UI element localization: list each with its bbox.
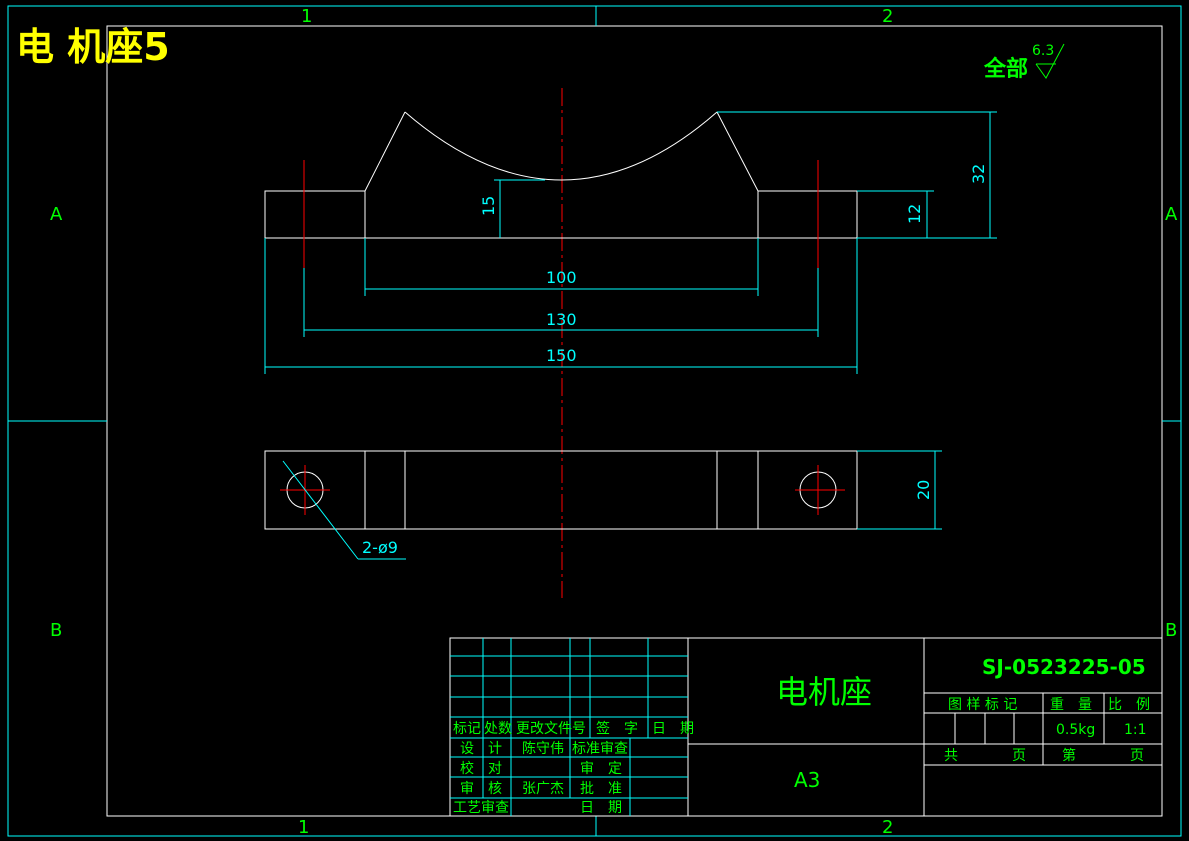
weight-label: 重 量 (1050, 697, 1092, 713)
page-label: 页 (1012, 748, 1026, 764)
page-label-2: 页 (1130, 748, 1144, 764)
dim-20: 20 (914, 480, 933, 500)
zone-col-1-bottom: 1 (298, 817, 309, 838)
zone-col-1-top: 1 (301, 6, 312, 27)
header-change-doc: 更改文件号 (516, 721, 586, 737)
roughness-symbol-icon (1035, 43, 1065, 79)
roughness-value: 6.3 (1032, 43, 1054, 59)
zone-row-b-right: B (1165, 620, 1177, 641)
front-view (264, 111, 858, 268)
title-block (449, 637, 1163, 817)
drawing-title: 电 机座5 (16, 25, 170, 69)
zone-col-2-bottom: 2 (882, 817, 893, 838)
header-count: 处数 (484, 721, 512, 737)
dim-12: 12 (905, 204, 924, 224)
front-dimensions (264, 111, 997, 374)
designer-name: 陈守伟 (522, 740, 564, 757)
total-label: 共 (944, 748, 958, 764)
process-review-label: 工艺审查 (453, 800, 509, 816)
roughness-label: 全部 (983, 56, 1028, 82)
design-label: 设 计 (460, 741, 502, 757)
dim-100: 100 (546, 268, 577, 287)
part-name: 电机座 (776, 673, 872, 711)
ratify-label: 批 准 (580, 781, 622, 797)
date-label: 日 期 (580, 800, 622, 816)
dim-holes: 2-ø9 (362, 538, 398, 557)
review-label: 审 核 (460, 781, 502, 797)
drawing-number: SJ-0523225-05 (982, 655, 1146, 679)
pattern-mark-label: 图 样 标 记 (948, 697, 1017, 713)
scale-label: 比 例 (1108, 697, 1150, 713)
header-mark: 标记 (453, 721, 481, 737)
std-review-label: 标准审查 (572, 741, 628, 757)
zone-row-a-right: A (1165, 204, 1178, 225)
reviewer-name: 张广杰 (522, 781, 564, 797)
sheet-label: 第 (1062, 747, 1076, 764)
weight-value: 0.5kg (1056, 722, 1095, 738)
top-view (264, 450, 858, 530)
header-sign: 签 字 (596, 720, 638, 737)
zone-row-a-left: A (50, 204, 63, 225)
zone-row-b-left: B (50, 620, 62, 641)
sheet-size: A3 (794, 768, 820, 792)
approve-fix-label: 审 定 (580, 761, 622, 777)
zone-col-2-top: 2 (882, 6, 893, 27)
dim-15: 15 (479, 196, 498, 216)
dim-130: 130 (546, 310, 577, 329)
dim-150: 150 (546, 346, 577, 365)
top-dimensions (282, 450, 942, 560)
dim-32: 32 (969, 164, 988, 184)
scale-value: 1:1 (1124, 722, 1147, 738)
check-label: 校 对 (460, 760, 502, 777)
header-date: 日 期 (652, 721, 694, 737)
